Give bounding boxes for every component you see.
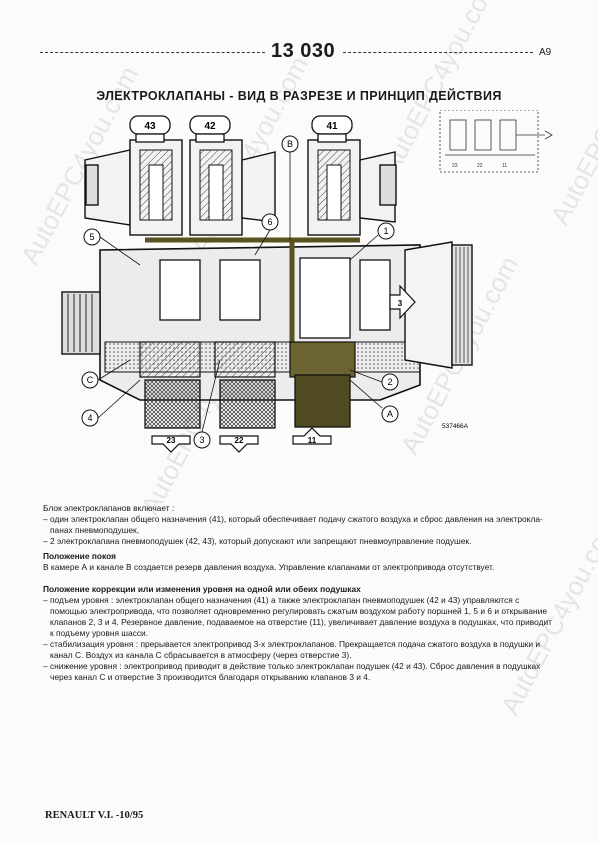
schematic-label: 23	[452, 163, 458, 169]
schematic-label: 22	[477, 163, 483, 169]
callout-label: 1	[383, 226, 388, 236]
page-number: 13 030	[271, 40, 336, 62]
callout-label: 6	[267, 217, 272, 227]
rest-section: Положение покоя В камере А и канале В со…	[43, 551, 578, 573]
port-22-arrow: 22	[219, 435, 259, 453]
left-fitting	[61, 291, 101, 355]
correction-line: – подъем уровня : электроклапан общего н…	[43, 595, 520, 605]
schematic-label: 11	[502, 163, 507, 169]
footer: RENAULT V.I. -10/95	[45, 810, 144, 821]
intro-item: – один электроклапан общего назначения (…	[43, 514, 543, 524]
correction-section: Положение коррекции или изменения уровня…	[43, 584, 578, 683]
rest-text: В камере А и канале В создается резерв д…	[43, 562, 495, 572]
callout-label: 4	[87, 413, 92, 423]
lower-chambers	[139, 341, 356, 378]
bottom-ports	[144, 374, 351, 429]
port-23-arrow: 23	[151, 435, 191, 453]
correction-line: к подъему уровня шасси.	[50, 628, 149, 638]
intro-lead: Блок электроклапанов включает :	[43, 503, 175, 513]
page-title: ЭЛЕКТРОКЛАПАНЫ - ВИД В РАЗРЕЗЕ И ПРИНЦИП…	[96, 89, 502, 103]
connector-caps	[129, 115, 353, 143]
schematic-labels: 23 22 11	[452, 163, 507, 169]
correction-heading: Положение коррекции или изменения уровня…	[43, 584, 361, 594]
valve-label-41: 41	[326, 121, 338, 132]
correction-line: помощью электропривода, что позволяет од…	[50, 606, 547, 616]
valve-label-43: 43	[144, 121, 156, 132]
intro-section: Блок электроклапанов включает : – один э…	[43, 503, 578, 547]
port-label: 22	[235, 436, 244, 445]
callout-label: 3	[199, 435, 204, 445]
exhaust-silencer	[404, 241, 473, 369]
callouts: B 6 5 1 C 2 4 3 A	[81, 135, 399, 449]
callout-label: 3	[398, 299, 403, 308]
callout-label: 2	[387, 377, 392, 387]
callout-label: A	[387, 409, 393, 419]
port-label: 23	[167, 436, 176, 445]
callout-label: B	[287, 139, 293, 149]
correction-line: – стабилизация уровня : прерывается элек…	[43, 639, 541, 649]
correction-line: клапанов 2, 3 и 4. Резервное давление, п…	[50, 617, 552, 627]
pneumatic-schematic	[439, 110, 553, 173]
valve-block-diagram: 43 42 41 23 22 11 3	[61, 110, 553, 453]
exhaust-arrow: 3	[389, 284, 416, 320]
correction-line: через канал С и отверстие 3 производится…	[50, 672, 371, 682]
figure-code: 537466A	[442, 423, 469, 430]
valve-label-42: 42	[204, 121, 216, 132]
header-rule-left	[40, 52, 265, 53]
callout-label: 5	[89, 232, 94, 242]
correction-line: канал С. Воздух из канала С сбрасывается…	[50, 650, 352, 660]
intro-item: – 2 электроклапана пневмоподушек (42, 43…	[43, 536, 472, 546]
solenoid-springs	[148, 164, 342, 221]
correction-line: – снижение уровня : электропривод привод…	[43, 661, 541, 671]
section-code: A9	[539, 47, 552, 58]
pistons	[159, 257, 391, 339]
rest-heading: Положение покоя	[43, 551, 116, 561]
port-11-arrow: 11	[292, 427, 332, 445]
port-label: 11	[308, 436, 317, 445]
header-rule-right	[343, 52, 533, 53]
callout-label: C	[87, 375, 94, 385]
intro-item: панах пневмоподушек,	[50, 525, 140, 535]
